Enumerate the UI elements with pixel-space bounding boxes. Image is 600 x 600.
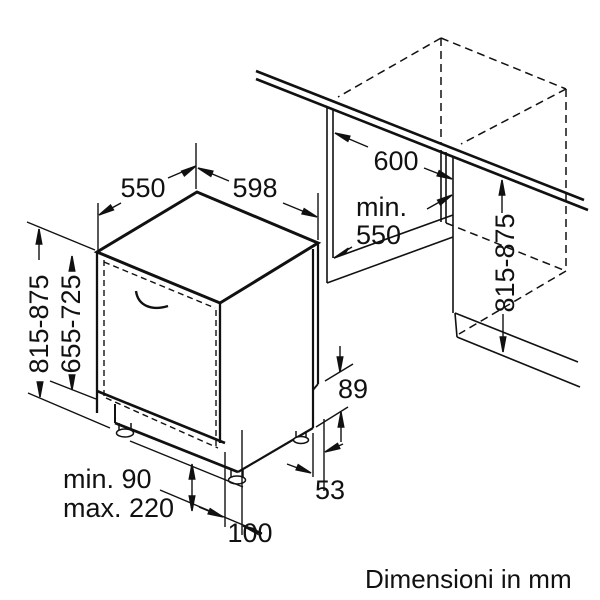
diagram-caption: Dimensioni in mm (365, 564, 572, 594)
dim-label-niche-depth-value: 550 (356, 220, 401, 250)
dim-label-front-foot-inset: 100 (227, 518, 272, 548)
dim-label-appliance-depth: 550 (120, 173, 165, 203)
dimension-lines (35, 132, 507, 536)
dim-label-niche-height: 815-875 (490, 213, 520, 312)
door-handle-icon (134, 290, 169, 310)
dim-label-niche-depth-prefix: min. (356, 192, 407, 222)
door-panel-dashed (103, 260, 219, 449)
dim-label-door-panel-height: 655-725 (56, 274, 86, 373)
dim-label-appliance-width: 598 (232, 173, 277, 203)
adjustable-feet (115, 423, 310, 485)
dim-label-niche-width: 600 (373, 146, 418, 176)
dimension-labels: 550 598 600 min. 550 815-875 815-875 655… (24, 146, 572, 594)
dishwasher-body (93, 190, 322, 485)
countertop (255, 69, 589, 212)
niche-dashed-outline (337, 37, 567, 335)
dim-label-rear-step: 89 (338, 374, 368, 404)
dim-label-appliance-height: 815-875 (24, 274, 54, 373)
dim-label-plinth-max: max. 220 (63, 493, 174, 523)
niche-cabinet-walls (326, 107, 581, 388)
dim-label-plinth-min: min. 90 (63, 464, 152, 494)
dim-label-rear-foot-inset: 53 (315, 475, 345, 505)
